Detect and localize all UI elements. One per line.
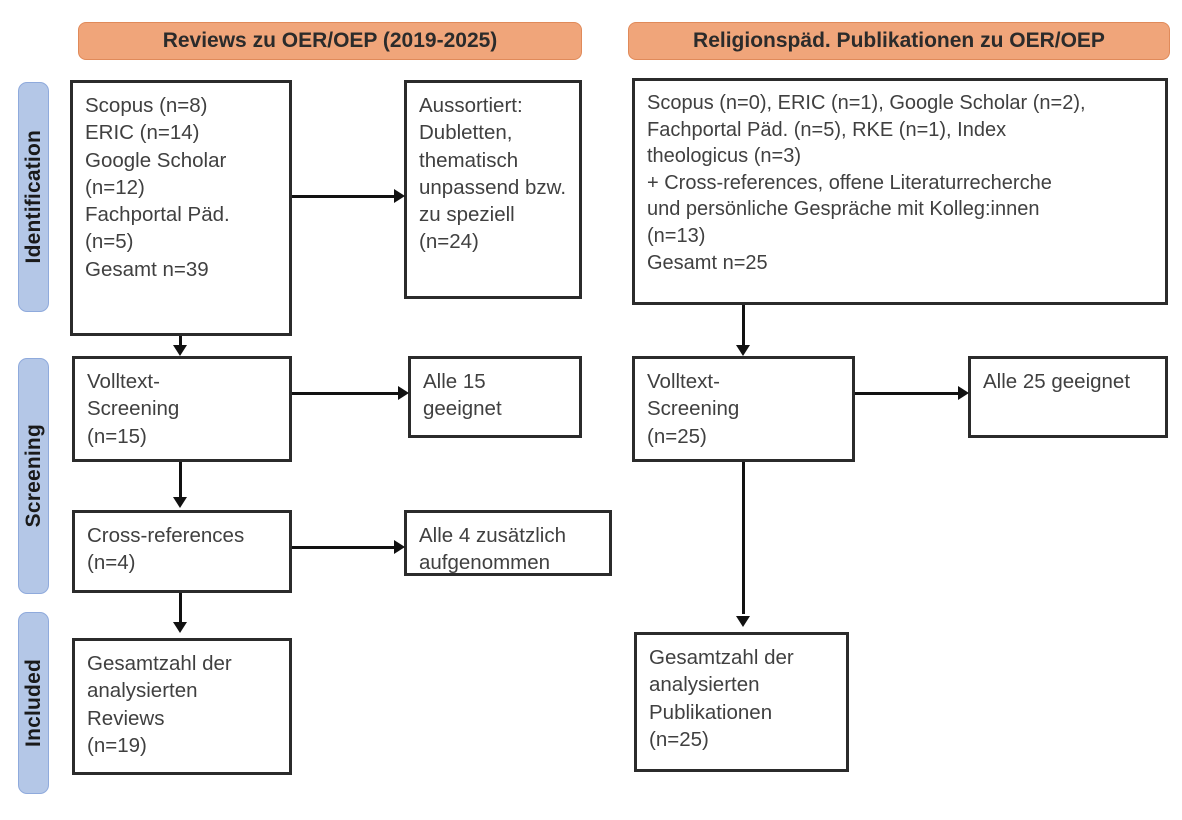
box-left-screening: Volltext- Screening (n=15) [72,356,292,462]
stage-label-identification: Identification [21,130,45,264]
box-right-screening: Volltext- Screening (n=25) [632,356,855,462]
connector-right-id-to-screening [742,305,745,348]
connector-right-screening-to-result [855,392,960,395]
connector-right-screening-to-included [742,462,745,614]
arrowhead-right-screening-to-result [958,386,969,400]
box-left-included: Gesamtzahl der analysierten Reviews (n=1… [72,638,292,775]
box-right-included: Gesamtzahl der analysierten Publikatione… [634,632,849,772]
stage-label-included: Included [21,659,45,747]
connector-left-crossrefs-to-result [292,546,396,549]
box-left-crossrefs-result: Alle 4 zusätzlich aufgenommen [404,510,612,576]
arrowhead-left-screening-to-result [398,386,409,400]
box-left-screening-result: Alle 15 geeignet [408,356,582,438]
stage-bar-included: Included [18,612,49,794]
column-header-left: Reviews zu OER/OEP (2019-2025) [78,22,582,60]
box-left-excluded: Aussortiert: Dubletten, thematisch unpas… [404,80,582,299]
stage-label-screening: Screening [21,424,45,528]
column-header-right: Religionspäd. Publikationen zu OER/OEP [628,22,1170,60]
arrowhead-right-id-to-screening [736,345,750,356]
connector-left-screening-to-result [292,392,400,395]
connector-left-screening-to-crossrefs [179,462,182,500]
stage-bar-screening: Screening [18,358,49,594]
box-left-crossrefs: Cross-references (n=4) [72,510,292,593]
arrowhead-left-id-to-excluded [394,189,405,203]
arrowhead-left-id-to-screening [173,345,187,356]
connector-left-id-to-screening [179,336,182,348]
arrowhead-left-crossrefs-to-result [394,540,405,554]
box-right-screening-result: Alle 25 geeignet [968,356,1168,438]
arrowhead-left-crossrefs-to-included [173,622,187,633]
arrowhead-right-screening-to-included [736,616,750,627]
box-right-identification: Scopus (n=0), ERIC (n=1), Google Scholar… [632,78,1168,305]
stage-bar-identification: Identification [18,82,49,312]
arrowhead-left-screening-to-crossrefs [173,497,187,508]
box-left-identification: Scopus (n=8) ERIC (n=14) Google Scholar … [70,80,292,336]
connector-left-crossrefs-to-included [179,593,182,625]
connector-left-id-to-excluded [292,195,396,198]
